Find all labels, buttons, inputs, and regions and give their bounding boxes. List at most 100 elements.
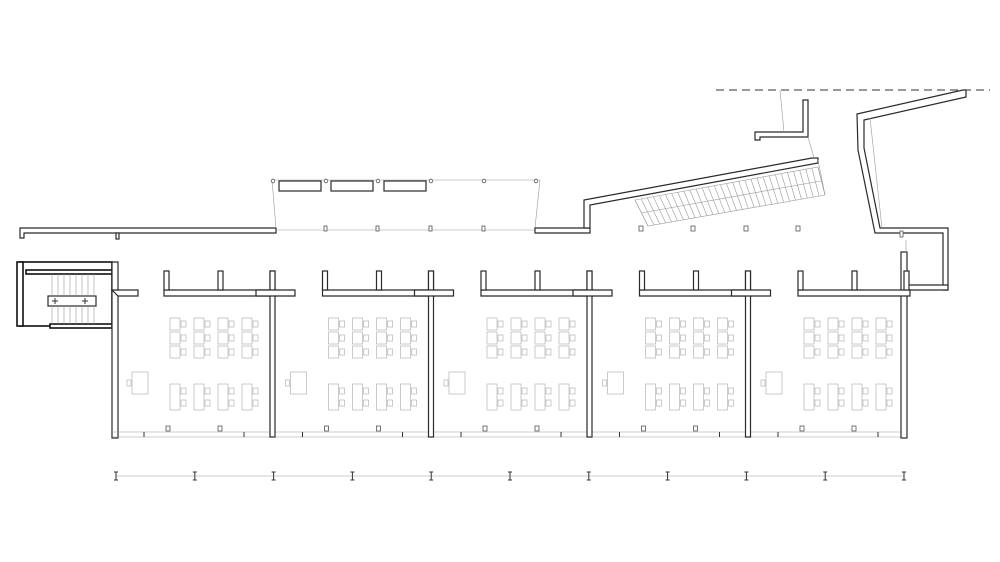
- student-chair: [411, 334, 417, 342]
- main-building: [110, 240, 949, 439]
- student-desk: [352, 317, 363, 331]
- facade-mullion: [323, 225, 328, 232]
- student-desk: [169, 383, 181, 411]
- student-chair: [704, 387, 710, 395]
- student-desk: [645, 331, 656, 345]
- student-chair: [656, 399, 662, 407]
- student-chair: [838, 320, 845, 328]
- student-chair: [363, 399, 369, 407]
- student-chair: [252, 387, 259, 395]
- student-desk: [510, 383, 522, 411]
- classroom: [285, 270, 455, 438]
- partition-wall: [586, 270, 593, 438]
- student-desk: [558, 331, 570, 345]
- classroom-north-wall: [797, 289, 911, 297]
- student-desk: [193, 345, 205, 359]
- student-chair: [204, 387, 211, 395]
- facade-column: [376, 425, 381, 432]
- student-chair: [252, 334, 259, 342]
- student-chair: [339, 334, 345, 342]
- east-end-wall: [900, 251, 908, 439]
- north-wall-east: [534, 227, 591, 234]
- student-chair: [387, 387, 393, 395]
- angled-wing-wall: [583, 157, 819, 229]
- east-angled-wall: [856, 89, 967, 291]
- teacher-chair: [285, 379, 290, 387]
- classroom: [602, 270, 772, 438]
- corridor-wall-east-return: [906, 284, 949, 291]
- partition-return: [572, 289, 613, 297]
- student-desk: [241, 317, 253, 331]
- student-desk: [534, 317, 546, 331]
- student-desk: [534, 345, 546, 359]
- corridor-wall-west-return: [110, 289, 139, 297]
- student-desk: [803, 383, 815, 411]
- student-desk: [645, 383, 656, 411]
- teacher-desk: [290, 371, 307, 395]
- facade-mullion: [428, 225, 433, 232]
- student-chair: [545, 399, 552, 407]
- student-desk: [717, 317, 728, 331]
- student-desk: [328, 331, 339, 345]
- student-desk: [217, 331, 229, 345]
- student-chair: [545, 387, 552, 395]
- student-desk: [693, 345, 704, 359]
- student-desk: [669, 383, 680, 411]
- student-chair: [363, 320, 369, 328]
- facade-column: [482, 425, 488, 432]
- student-desk: [558, 345, 570, 359]
- teacher-desk: [131, 371, 149, 395]
- student-desk: [486, 383, 498, 411]
- student-chair: [411, 399, 417, 407]
- student-chair: [204, 399, 211, 407]
- student-chair: [180, 348, 187, 356]
- student-chair: [387, 348, 393, 356]
- student-desk: [486, 317, 498, 331]
- student-desk: [693, 331, 704, 345]
- bench-2: [330, 180, 374, 192]
- student-chair: [387, 334, 393, 342]
- partition-return: [730, 289, 772, 297]
- student-desk: [328, 383, 339, 411]
- student-chair: [339, 320, 345, 328]
- corridor-pier: [692, 270, 700, 291]
- corridor-pier: [638, 270, 646, 291]
- student-chair: [569, 399, 576, 407]
- student-chair: [180, 387, 187, 395]
- student-desk: [534, 383, 546, 411]
- corridor-pier: [534, 270, 541, 291]
- student-chair: [862, 399, 869, 407]
- student-desk: [803, 317, 815, 331]
- north-east-wing: [856, 89, 967, 291]
- student-chair: [656, 348, 662, 356]
- student-desk: [645, 345, 656, 359]
- student-chair: [521, 348, 528, 356]
- student-chair: [862, 320, 869, 328]
- student-desk: [875, 317, 887, 331]
- partition-return: [413, 289, 455, 297]
- student-chair: [363, 334, 369, 342]
- corridor-pier: [797, 270, 804, 291]
- canopy-column: [428, 178, 434, 184]
- dimension-line: [114, 471, 906, 481]
- student-desk: [827, 383, 839, 411]
- canopy-column: [481, 178, 487, 184]
- student-chair: [545, 320, 552, 328]
- student-chair: [497, 348, 504, 356]
- student-chair: [569, 387, 576, 395]
- student-desk: [193, 317, 205, 331]
- student-chair: [228, 387, 235, 395]
- student-chair: [838, 387, 845, 395]
- east-wall-guide: [869, 117, 883, 229]
- student-desk: [217, 345, 229, 359]
- student-desk: [376, 331, 387, 345]
- student-chair: [680, 387, 686, 395]
- student-chair: [680, 320, 686, 328]
- partition-wall: [269, 270, 276, 438]
- student-chair: [204, 334, 211, 342]
- student-desk: [400, 331, 411, 345]
- corridor-pier: [480, 270, 487, 291]
- student-chair: [656, 334, 662, 342]
- student-desk: [400, 383, 411, 411]
- student-desk: [193, 331, 205, 345]
